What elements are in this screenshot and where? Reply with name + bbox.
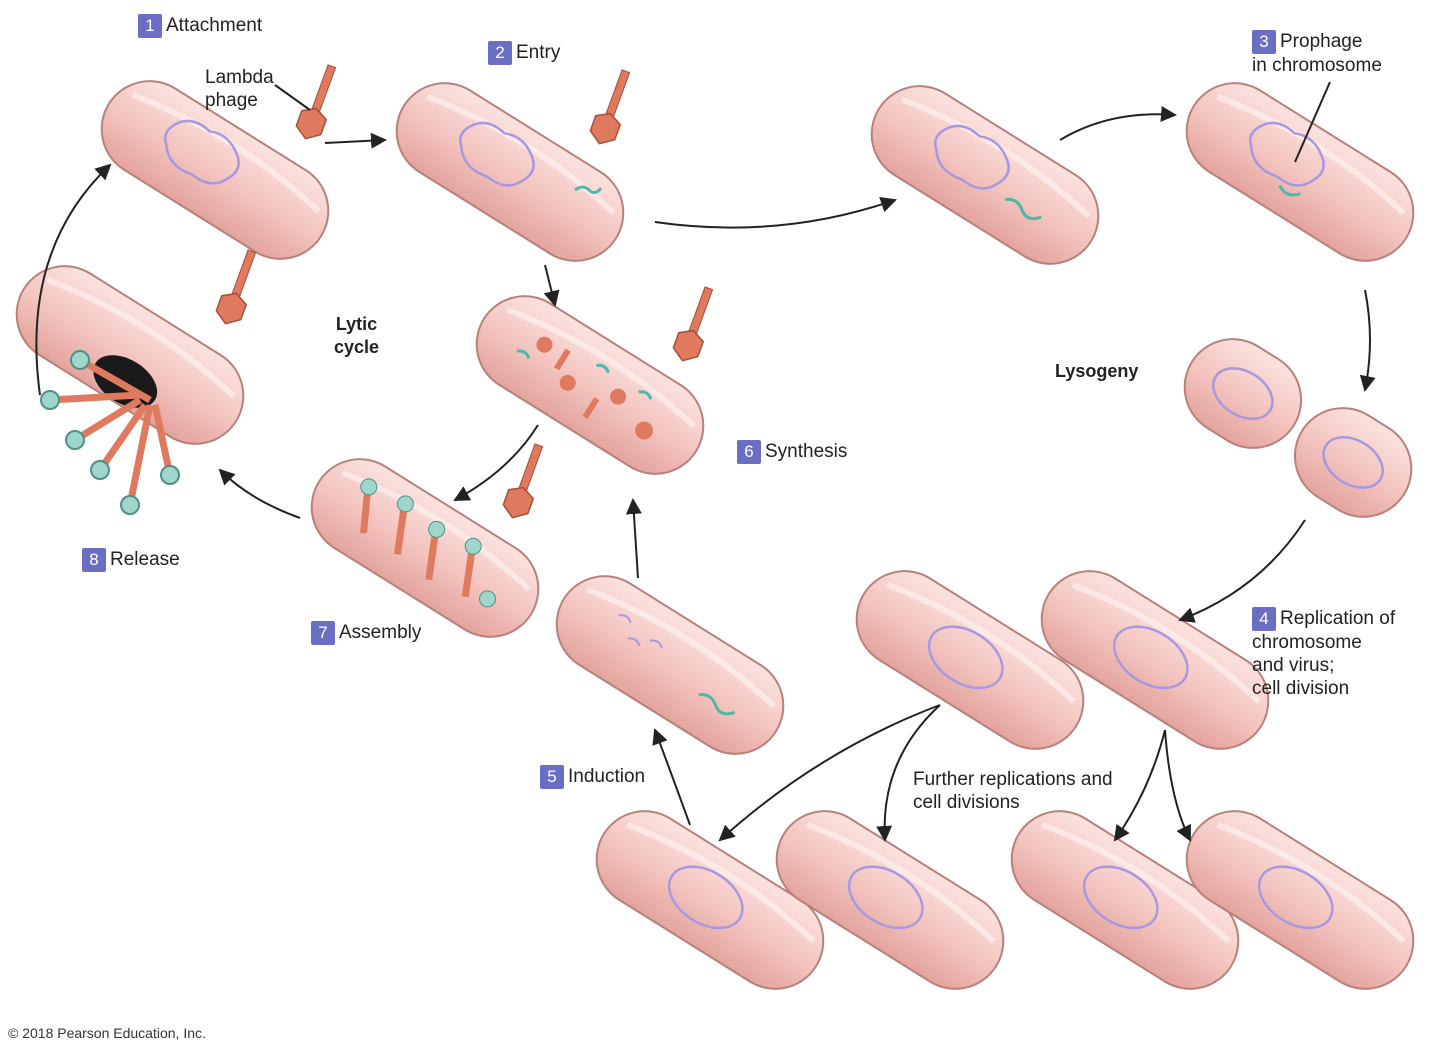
copyright-notice: © 2018 Pearson Education, Inc. [8,1025,206,1041]
arrow-6-7 [453,424,539,501]
arrow-7-8 [218,468,301,519]
lytic-cycle-label: Lytic cycle [334,314,380,357]
arrow-induction [652,728,691,826]
released-phages [40,350,180,515]
arrow-split-right-a [1113,729,1166,842]
further-replications-label: Further replications and cell divisions [913,769,1113,813]
arrow-divide-4 [1178,519,1306,623]
cell-synthesis [459,278,722,492]
cell-dividing [1183,338,1413,518]
step-badge: 8 [82,548,106,572]
prophage-pointer [1294,81,1331,163]
lambda-pointer [274,84,311,111]
cell-prophage [1169,65,1432,279]
cell-lysogeny-1 [854,68,1117,282]
step-badge: 2 [488,41,512,65]
cell-attachment [84,63,347,277]
phage-release-attached [212,246,265,329]
cell-row-c [579,793,842,1007]
arrow-2-6 [543,264,560,307]
arrow-2-lysogeny [654,197,897,229]
arrow-8-1 [35,163,112,396]
arrow-split-right-b [1164,729,1191,842]
phage-assembly [499,440,552,523]
step-badge: 3 [1252,30,1276,54]
cell-row-a [839,553,1102,767]
arrow-split-left-a [718,704,941,842]
arrow-3-divide [1359,289,1376,392]
arrow-1-2 [324,132,387,149]
viral-dna-entry [574,185,603,195]
cell-row-d [759,793,1022,1007]
cell-induction [539,558,802,772]
phage-entry [586,66,639,149]
arrow-lyso-3 [1059,105,1177,141]
step-badge: 7 [311,621,335,645]
lambda-phage-label: Lambda phage [205,67,274,111]
cell-row-f [1169,793,1432,1007]
cell-row-b [1024,553,1287,767]
cell-entry [379,65,642,279]
phage-synthesis [669,283,722,366]
cell-row-e [994,793,1257,1007]
lysogeny-label: Lysogeny [1055,361,1139,381]
cell-assembly [294,441,557,655]
arrow-split-left-b [876,704,941,842]
arrow-to-synthesis [625,498,642,579]
step-badge: 1 [138,14,162,38]
step-badge: 4 [1252,607,1276,631]
step-badge: 6 [737,440,761,464]
step-badge: 5 [540,765,564,789]
